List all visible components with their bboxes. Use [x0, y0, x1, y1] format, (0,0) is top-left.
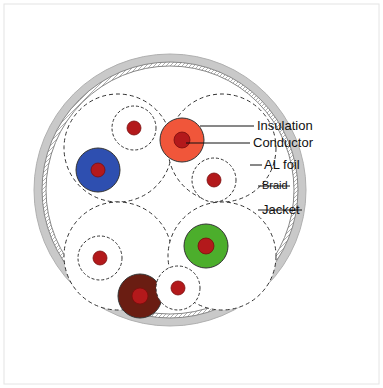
conductor	[207, 173, 221, 187]
al-foil-shield	[64, 94, 172, 202]
conductor	[91, 163, 105, 177]
braid-inner-edge	[46, 66, 294, 314]
part-label: Braid	[262, 180, 288, 191]
jacket	[34, 54, 306, 326]
conductor	[132, 288, 148, 304]
insulation-white	[156, 266, 200, 310]
conductor	[171, 281, 185, 295]
leader-line	[250, 165, 262, 166]
insulation-white	[192, 158, 236, 202]
image-border	[4, 4, 379, 384]
insulation-blue	[76, 148, 120, 192]
braid	[42, 62, 298, 318]
insulation-orange	[160, 118, 204, 162]
conductor	[174, 132, 190, 148]
conductor	[127, 121, 141, 135]
insulation-green	[184, 224, 228, 268]
conductor	[198, 238, 214, 254]
insulation-white	[78, 236, 122, 280]
leader-line	[186, 143, 250, 144]
insulation-brown	[118, 274, 162, 318]
part-label: AL foil	[264, 158, 300, 171]
part-label: Insulation	[257, 119, 313, 132]
conductor	[93, 251, 107, 265]
part-label: Conductor	[253, 136, 313, 149]
insulation-white	[112, 106, 156, 150]
part-label: Jacket	[262, 203, 300, 216]
leader-line	[200, 126, 254, 127]
